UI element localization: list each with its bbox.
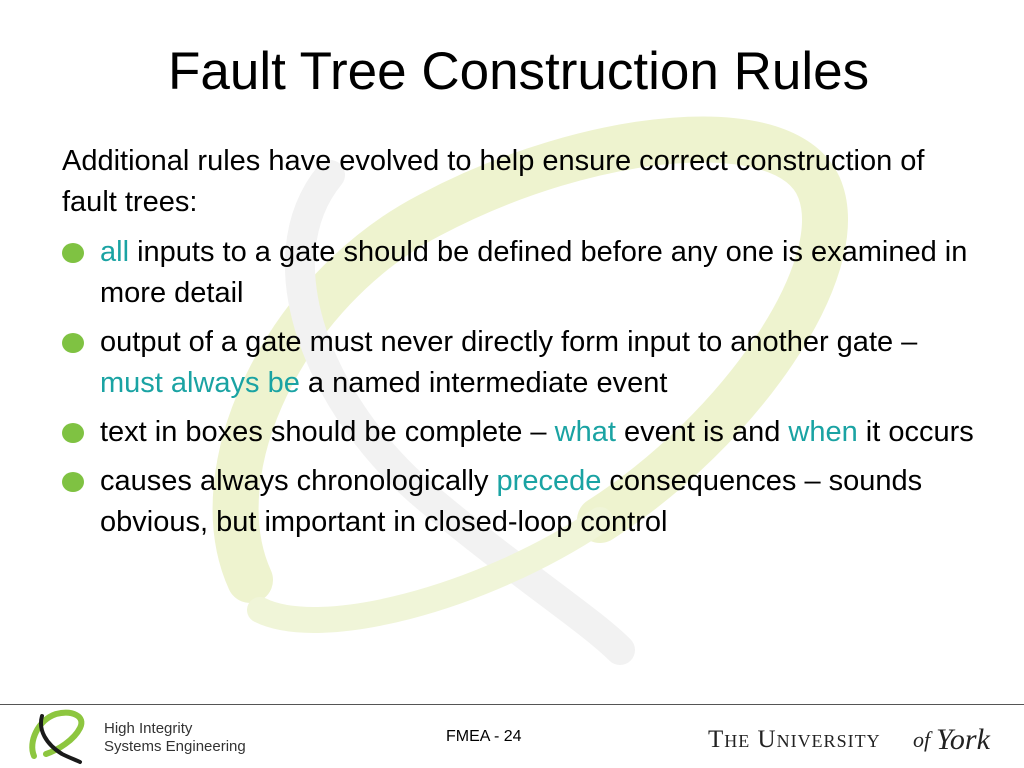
- slide-body: Additional rules have evolved to help en…: [62, 141, 982, 551]
- highlighted-text: when: [788, 416, 858, 448]
- university-name-prefix: The University: [708, 726, 881, 753]
- bullet-text: event is and: [615, 416, 789, 448]
- bullet-text: it occurs: [857, 416, 974, 448]
- hise-logo-line2: Systems Engineering: [104, 738, 246, 755]
- bullet-text: inputs to a gate should be defined befor…: [100, 236, 968, 309]
- university-name-of: of: [913, 727, 933, 752]
- bullet-dot-icon: [62, 423, 84, 443]
- bullet-dot-icon: [62, 243, 84, 263]
- footer-divider: [0, 704, 1024, 705]
- highlighted-text: precede: [496, 465, 602, 497]
- bullet-item: causes always chronologically precede co…: [62, 461, 982, 543]
- bullet-text: output of a gate must never directly for…: [100, 326, 918, 358]
- highlighted-text: must always be: [100, 367, 300, 399]
- bullet-dot-icon: [62, 333, 84, 353]
- hise-logo: High Integrity Systems Engineering: [29, 709, 246, 764]
- bullet-text: text in boxes should be complete –: [100, 416, 555, 448]
- bullet-list: all inputs to a gate should be defined b…: [62, 232, 982, 543]
- highlighted-text: what: [554, 416, 616, 448]
- bullet-text: a named intermediate event: [299, 367, 668, 399]
- highlighted-text: all: [100, 236, 130, 268]
- bullet-text: causes always chronologically: [100, 465, 497, 497]
- bullet-item: text in boxes should be complete – what …: [62, 412, 982, 453]
- bullet-dot-icon: [62, 472, 84, 492]
- bullet-item: output of a gate must never directly for…: [62, 322, 982, 404]
- bullet-item: all inputs to a gate should be defined b…: [62, 232, 982, 314]
- hise-logo-line1: High Integrity: [104, 720, 193, 737]
- slide-title: Fault Tree Construction Rules: [168, 42, 870, 101]
- intro-paragraph: Additional rules have evolved to help en…: [62, 145, 925, 218]
- university-of-york-logo: The University of York: [708, 723, 991, 756]
- university-name-york: York: [936, 723, 991, 756]
- page-number: FMEA - 24: [446, 728, 522, 745]
